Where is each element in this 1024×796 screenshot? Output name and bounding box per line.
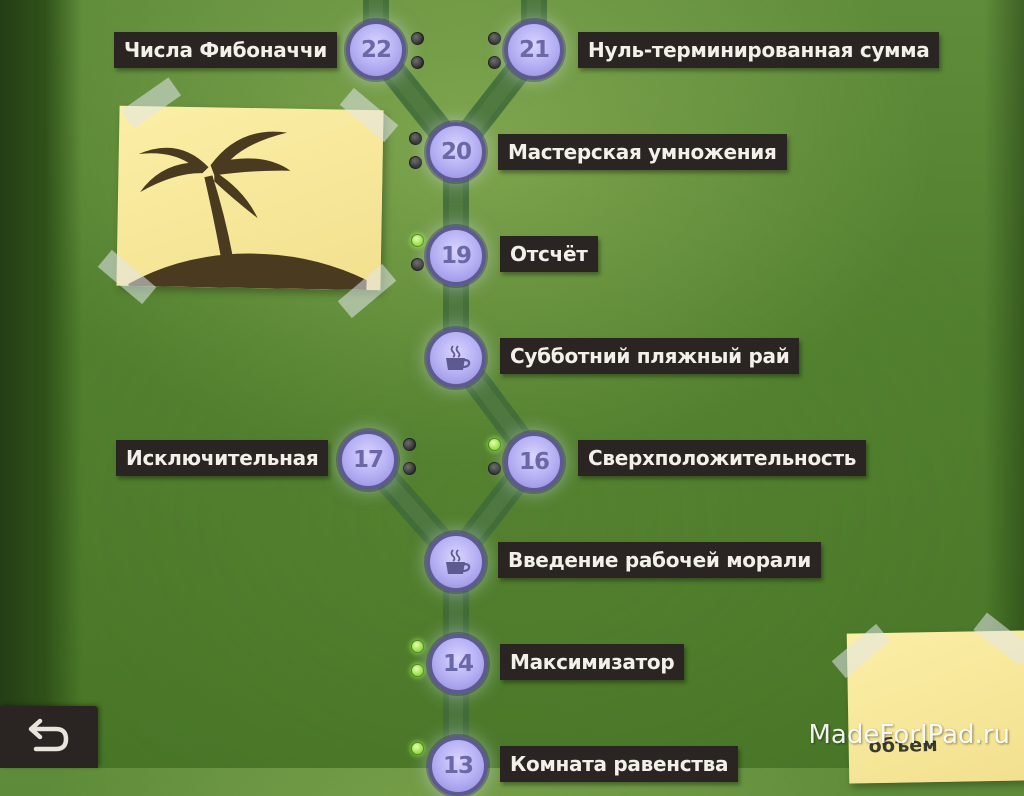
coffee-cup-icon: [446, 345, 471, 370]
progress-light: [403, 462, 416, 475]
level-14-node[interactable]: 14: [428, 634, 488, 694]
break-work-node[interactable]: [426, 532, 486, 592]
level-16-label[interactable]: Сверхположительность: [578, 440, 867, 476]
progress-light: [411, 32, 424, 45]
level-22-label[interactable]: Числа Фибоначчи: [114, 32, 337, 68]
level-21-label[interactable]: Нуль-терминированная сумма: [578, 32, 940, 68]
beach-sticky-note: [116, 105, 384, 291]
back-button[interactable]: [0, 706, 98, 768]
level-13-node[interactable]: 13: [428, 736, 488, 796]
progress-light: [411, 56, 424, 69]
level-21-node[interactable]: 21: [504, 20, 564, 80]
progress-light: [488, 462, 501, 475]
level-22-node[interactable]: 22: [346, 20, 406, 80]
level-20-node[interactable]: 20: [426, 122, 486, 182]
level-16-node[interactable]: 16: [504, 432, 564, 492]
coffee-cup-icon: [446, 549, 471, 574]
break-beach-label[interactable]: Субботний пляжный рай: [500, 338, 800, 374]
level-13-label[interactable]: Комната равенства: [500, 746, 739, 782]
progress-light: [488, 56, 501, 69]
progress-light-on: [411, 742, 424, 755]
break-work-label[interactable]: Введение рабочей морали: [498, 542, 821, 578]
level-14-label[interactable]: Максимизатор: [500, 644, 685, 680]
level-20-label[interactable]: Мастерская умножения: [498, 134, 787, 170]
palm-tree-island-icon: [116, 106, 383, 291]
progress-light-on: [411, 664, 424, 677]
left-edge-shadow: [0, 0, 82, 768]
level-19-node[interactable]: 19: [426, 226, 486, 286]
level-17-node[interactable]: 17: [338, 430, 398, 490]
progress-light: [488, 32, 501, 45]
watermark: MadeForIPad.ru: [808, 720, 1010, 750]
progress-light: [411, 258, 424, 271]
undo-arrow-icon: [28, 718, 69, 752]
progress-light-on: [411, 234, 424, 247]
progress-light: [409, 132, 422, 145]
progress-light: [403, 438, 416, 451]
progress-light-on: [488, 438, 501, 451]
break-beach-node[interactable]: [426, 328, 486, 388]
level-19-label[interactable]: Отсчёт: [500, 236, 598, 272]
level-17-label[interactable]: Исключительная: [116, 440, 329, 476]
progress-light: [409, 156, 422, 169]
progress-light-on: [411, 640, 424, 653]
